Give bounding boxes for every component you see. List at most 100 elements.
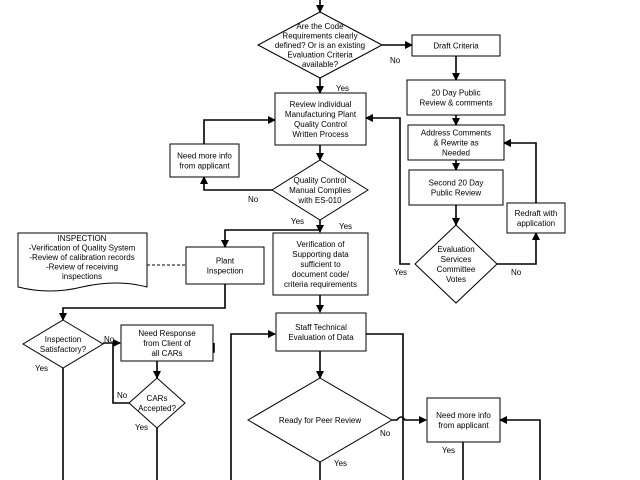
edge-label-peer-no: No bbox=[380, 429, 391, 438]
node-text-line: all CARs bbox=[151, 349, 182, 358]
node-text-line: Are the Code bbox=[296, 22, 344, 31]
edge-label-votes-yes: Yes bbox=[394, 268, 407, 277]
edge-label-votes-no: No bbox=[511, 268, 522, 277]
draft-criteria-box: Draft Criteria bbox=[411, 34, 501, 57]
node-text-line: with ES-010 bbox=[297, 196, 342, 205]
node-text-line: from Client of bbox=[143, 339, 191, 348]
node-text-line: Manufacturing Plant bbox=[285, 110, 357, 119]
node-text-line: Satisfactory? bbox=[40, 345, 87, 354]
node-text-line: Committee bbox=[437, 265, 476, 274]
node-text-line: Quality Control bbox=[294, 120, 347, 129]
node-text-line: Plant bbox=[216, 257, 235, 266]
edge-labels: No Yes No Yes Yes Yes No No Yes No Yes N… bbox=[35, 56, 522, 468]
decision-diamond-shape bbox=[128, 377, 186, 429]
node-text-line: from applicant bbox=[179, 162, 230, 171]
node-text-line: Address Comments bbox=[421, 129, 491, 138]
node-text-line: Staff Technical bbox=[295, 323, 347, 332]
node-text-line: Evaluation of Data bbox=[288, 333, 354, 342]
node-text-line: INSPECTION bbox=[58, 234, 107, 243]
node-text-line: -Verification of Quality System bbox=[29, 244, 136, 253]
node-text-line: application bbox=[517, 219, 555, 228]
decision-diamond-shape bbox=[271, 159, 369, 221]
node-text-line: Review & comments bbox=[420, 99, 493, 108]
node-text-line: criteria requirements bbox=[284, 280, 357, 289]
node-text-line: Redraft with bbox=[515, 209, 558, 218]
decision-diamond-shape bbox=[256, 11, 384, 79]
connectors bbox=[59, 0, 541, 480]
node-text-line: Evaluation Criteria bbox=[287, 51, 353, 60]
node-text-line: Public Review bbox=[431, 189, 481, 198]
arrow-return-to-staff bbox=[230, 330, 276, 480]
peer-review-decision: Ready for Peer Review bbox=[247, 377, 393, 463]
arrow-peer-no bbox=[392, 416, 427, 424]
arrow-qc-no bbox=[200, 176, 274, 191]
edge-label-inspection-no: No bbox=[104, 335, 115, 344]
process-box-shape bbox=[408, 169, 504, 206]
node-text-line: available? bbox=[302, 60, 339, 69]
decision-diamond-shape bbox=[247, 377, 393, 463]
node-text-line: document code/ bbox=[292, 270, 350, 279]
node-text-line: Evaluation bbox=[437, 245, 474, 254]
peer-review-text: Ready for Peer Review bbox=[279, 416, 361, 425]
node-text-line: Supporting data bbox=[292, 250, 349, 259]
draft-criteria-text: Draft Criteria bbox=[433, 42, 479, 51]
edge-label-need-info-yes: Yes bbox=[442, 446, 455, 455]
node-text-line: CARs bbox=[147, 394, 168, 403]
process-box-shape bbox=[120, 324, 214, 362]
process-box-shape bbox=[506, 202, 566, 234]
decision-diamond-shape bbox=[22, 319, 104, 369]
node-text-line: Inspection bbox=[45, 335, 81, 344]
process-box-shape bbox=[275, 312, 367, 352]
node-text-line: Written Process bbox=[292, 130, 348, 139]
edge-label-qc-yes-right: Yes bbox=[339, 222, 352, 231]
node-text-line: Review individual bbox=[290, 100, 352, 109]
process-box-shape bbox=[274, 92, 367, 146]
arrow-return-to-need-info bbox=[499, 416, 541, 480]
node-text-line: Need more info bbox=[177, 152, 232, 161]
node-text-line: -Review of calibration records bbox=[29, 253, 134, 262]
node-text-line: 20 Day Public bbox=[431, 89, 480, 98]
line-staff-right bbox=[366, 333, 404, 480]
node-text-line: -Review of receiving bbox=[46, 263, 118, 272]
inspection-document-text: INSPECTION-Verification of Quality Syste… bbox=[29, 234, 136, 281]
edge-label-qc-no: No bbox=[248, 195, 259, 204]
node-text-line: Quality Control bbox=[294, 176, 347, 185]
process-box-shape bbox=[272, 232, 369, 296]
edge-label-cars-yes: Yes bbox=[135, 423, 148, 432]
arrow-votes-yes bbox=[365, 114, 410, 265]
process-box-shape bbox=[406, 79, 506, 116]
node-text-line: Accepted? bbox=[138, 404, 176, 413]
arrow-redraft-to-address bbox=[503, 139, 537, 203]
node-text-line: & Rewrite as bbox=[433, 139, 478, 148]
node-text-line: inspections bbox=[62, 272, 102, 281]
document-shape bbox=[17, 232, 148, 292]
node-text-line: Verification of bbox=[296, 240, 345, 249]
node-text-line: defined? Or is an existing bbox=[275, 41, 365, 50]
node-text-line: Requirements clearly bbox=[282, 32, 357, 41]
process-box-shape bbox=[169, 143, 240, 178]
node-text-line: Second 20 Day bbox=[429, 179, 484, 188]
